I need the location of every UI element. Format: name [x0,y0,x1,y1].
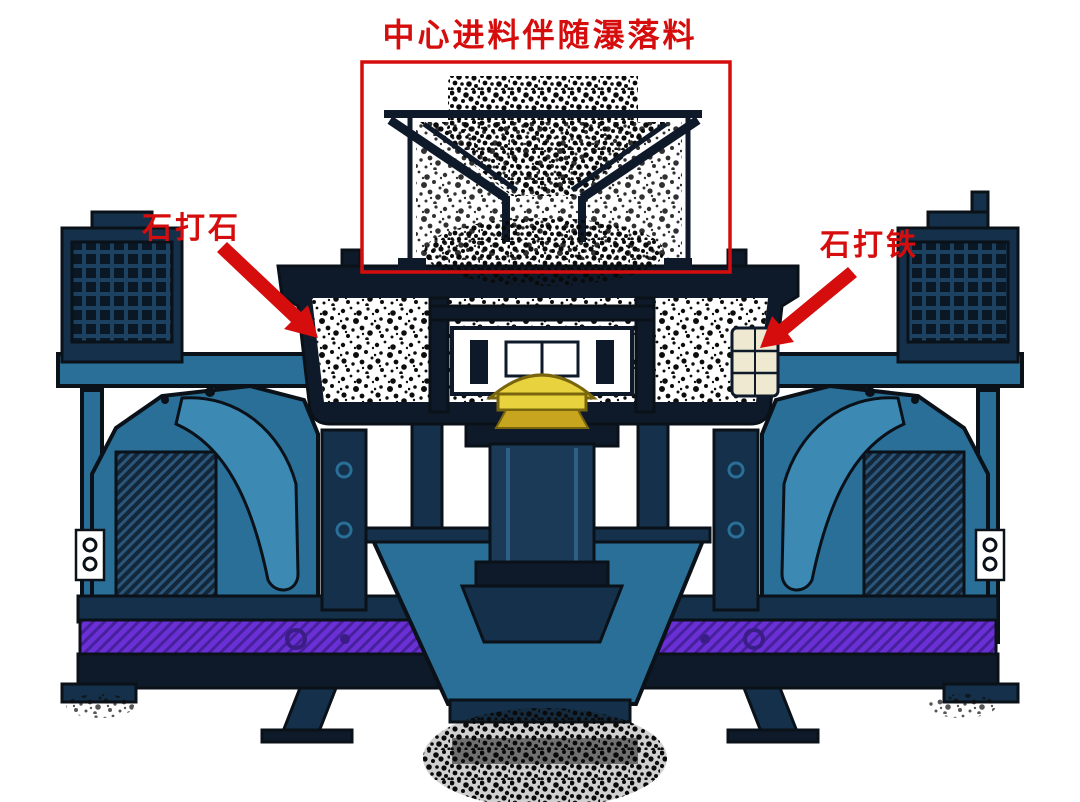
side-frame-left [90,383,320,644]
support-leg-left [279,686,339,736]
stone-on-stone-label: 石打石 [142,211,241,246]
stone-on-stone-arrow [217,242,318,338]
rotor-cap-dome [486,373,598,400]
radiator-block-left [114,450,218,614]
cascade-spread [424,218,664,286]
motor-left [60,210,184,364]
radiator-block-right [862,450,966,614]
side-frame-right [760,383,990,644]
top-label: 中心进料伴随瀑落料 [382,16,698,54]
feed-hopper [384,76,702,286]
frame-bracket-left [174,396,300,592]
bolt-boxes [74,528,1006,582]
motor-grille-right [906,240,1010,344]
center-pillars [320,418,760,612]
annotations-layer [217,60,857,348]
stone-on-iron-label: 石打铁 [820,228,919,263]
frame-bracket-right [780,396,906,592]
crusher-chamber [276,248,800,429]
feed-annotation-box [360,60,732,274]
incoming-stream [448,76,638,126]
motor-right [896,190,1020,364]
motor-grille-left [70,240,174,344]
support-leg-right [741,686,801,736]
discharge-pile [66,694,996,802]
funnel-material [420,122,668,196]
stone-on-iron-arrow [760,267,857,348]
